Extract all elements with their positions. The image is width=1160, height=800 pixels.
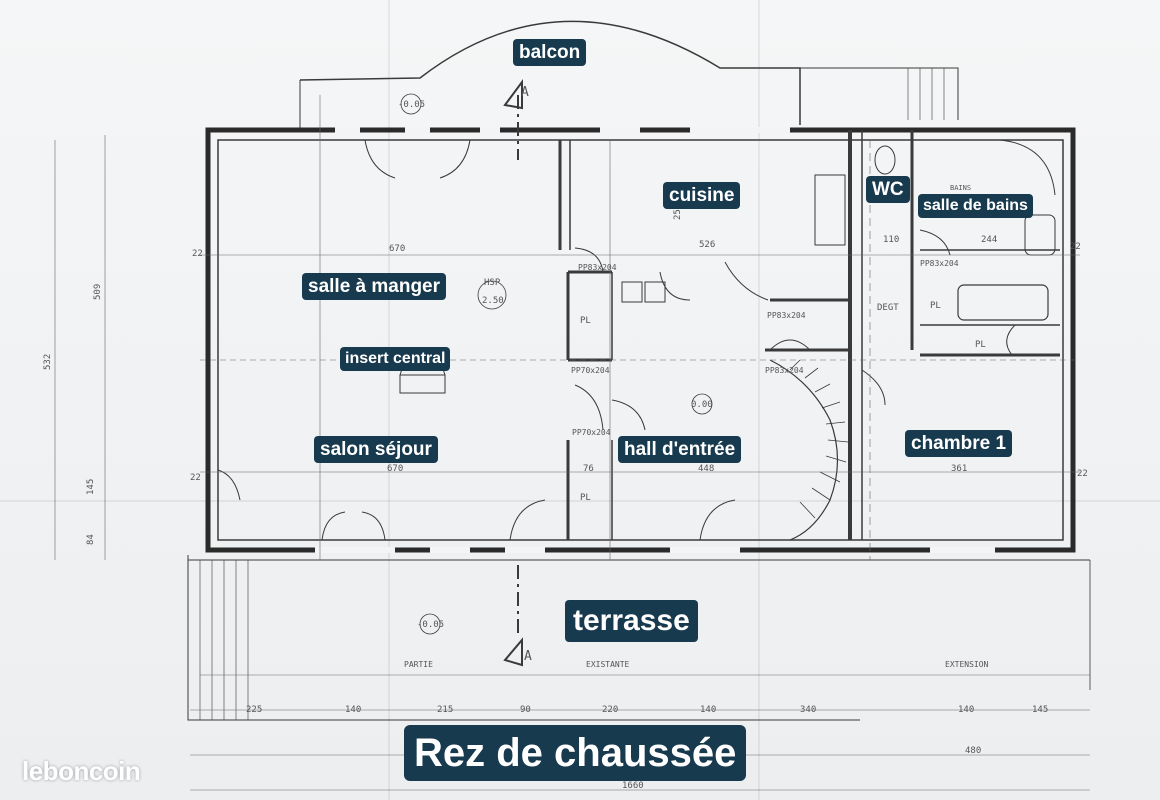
svg-text:340: 340 <box>800 705 816 715</box>
room-label-balcon: balcon <box>513 39 587 66</box>
svg-text:PL: PL <box>580 316 591 326</box>
svg-text:22: 22 <box>1077 469 1088 479</box>
svg-text:670: 670 <box>389 244 405 254</box>
svg-text:480: 480 <box>965 746 981 756</box>
svg-text:140: 140 <box>345 705 361 715</box>
svg-text:215: 215 <box>437 705 453 715</box>
svg-text:140: 140 <box>700 705 716 715</box>
svg-text:90: 90 <box>520 705 531 715</box>
svg-text:PP70x204: PP70x204 <box>571 366 610 375</box>
svg-text:76: 76 <box>583 464 594 474</box>
paper-fold-line <box>0 500 1160 502</box>
room-label-wc: WC <box>866 176 910 203</box>
svg-text:2.50: 2.50 <box>482 296 504 306</box>
svg-text:145: 145 <box>1032 705 1048 715</box>
paper-fold-line <box>388 0 390 800</box>
svg-text:HSP: HSP <box>484 278 501 288</box>
svg-text:448: 448 <box>698 464 714 474</box>
svg-text:220: 220 <box>602 705 618 715</box>
svg-text:84: 84 <box>86 534 96 545</box>
svg-text:22: 22 <box>192 249 203 259</box>
svg-text:PP83x204: PP83x204 <box>920 259 959 268</box>
leboncoin-logo-watermark: leboncoin <box>22 756 141 786</box>
svg-text:EXISTANTE: EXISTANTE <box>586 660 630 669</box>
svg-text:DEGT: DEGT <box>877 303 899 313</box>
svg-text:PP83x204: PP83x204 <box>767 311 806 320</box>
svg-text:PL: PL <box>975 340 986 350</box>
svg-text:-0.05: -0.05 <box>398 100 425 110</box>
room-label-hall-entree: hall d'entrée <box>618 436 742 463</box>
svg-text:PP83x204: PP83x204 <box>765 366 804 375</box>
svg-text:PL: PL <box>580 493 591 503</box>
svg-text:22: 22 <box>190 473 201 483</box>
room-label-salle-a-manger: salle à manger <box>302 273 447 300</box>
svg-text:-0.05: -0.05 <box>417 620 444 630</box>
svg-text:PP83x204: PP83x204 <box>578 263 617 272</box>
paper-fold-line <box>758 0 760 800</box>
svg-text:361: 361 <box>951 464 967 474</box>
room-label-chambre-1: chambre 1 <box>905 430 1013 457</box>
svg-text:A: A <box>521 85 529 100</box>
room-label-salon-sejour: salon séjour <box>314 436 438 463</box>
plan-title: Rez de chaussée <box>404 725 747 781</box>
svg-text:670: 670 <box>387 464 403 474</box>
room-label-salle-de-bains: salle de bains <box>918 194 1033 218</box>
svg-text:257: 257 <box>673 204 683 220</box>
svg-text:0.00: 0.00 <box>691 400 713 410</box>
svg-text:PP70x204: PP70x204 <box>572 428 611 437</box>
svg-text:PL: PL <box>930 301 941 311</box>
svg-text:110: 110 <box>883 235 899 245</box>
svg-text:EXTENSION: EXTENSION <box>945 660 989 669</box>
svg-text:509: 509 <box>93 284 103 300</box>
svg-text:22: 22 <box>1070 242 1081 252</box>
svg-text:PARTIE: PARTIE <box>404 660 433 669</box>
svg-text:140: 140 <box>958 705 974 715</box>
svg-text:244: 244 <box>981 235 997 245</box>
svg-text:A: A <box>524 649 532 664</box>
svg-text:225: 225 <box>246 705 262 715</box>
svg-text:532: 532 <box>43 354 53 370</box>
room-label-cuisine: cuisine <box>663 182 741 209</box>
room-label-terrasse: terrasse <box>565 600 698 642</box>
svg-text:BAINS: BAINS <box>950 184 971 192</box>
room-label-insert-central: insert central <box>340 347 451 371</box>
svg-text:1660: 1660 <box>622 781 644 791</box>
svg-text:145: 145 <box>86 479 96 495</box>
svg-text:526: 526 <box>699 240 715 250</box>
